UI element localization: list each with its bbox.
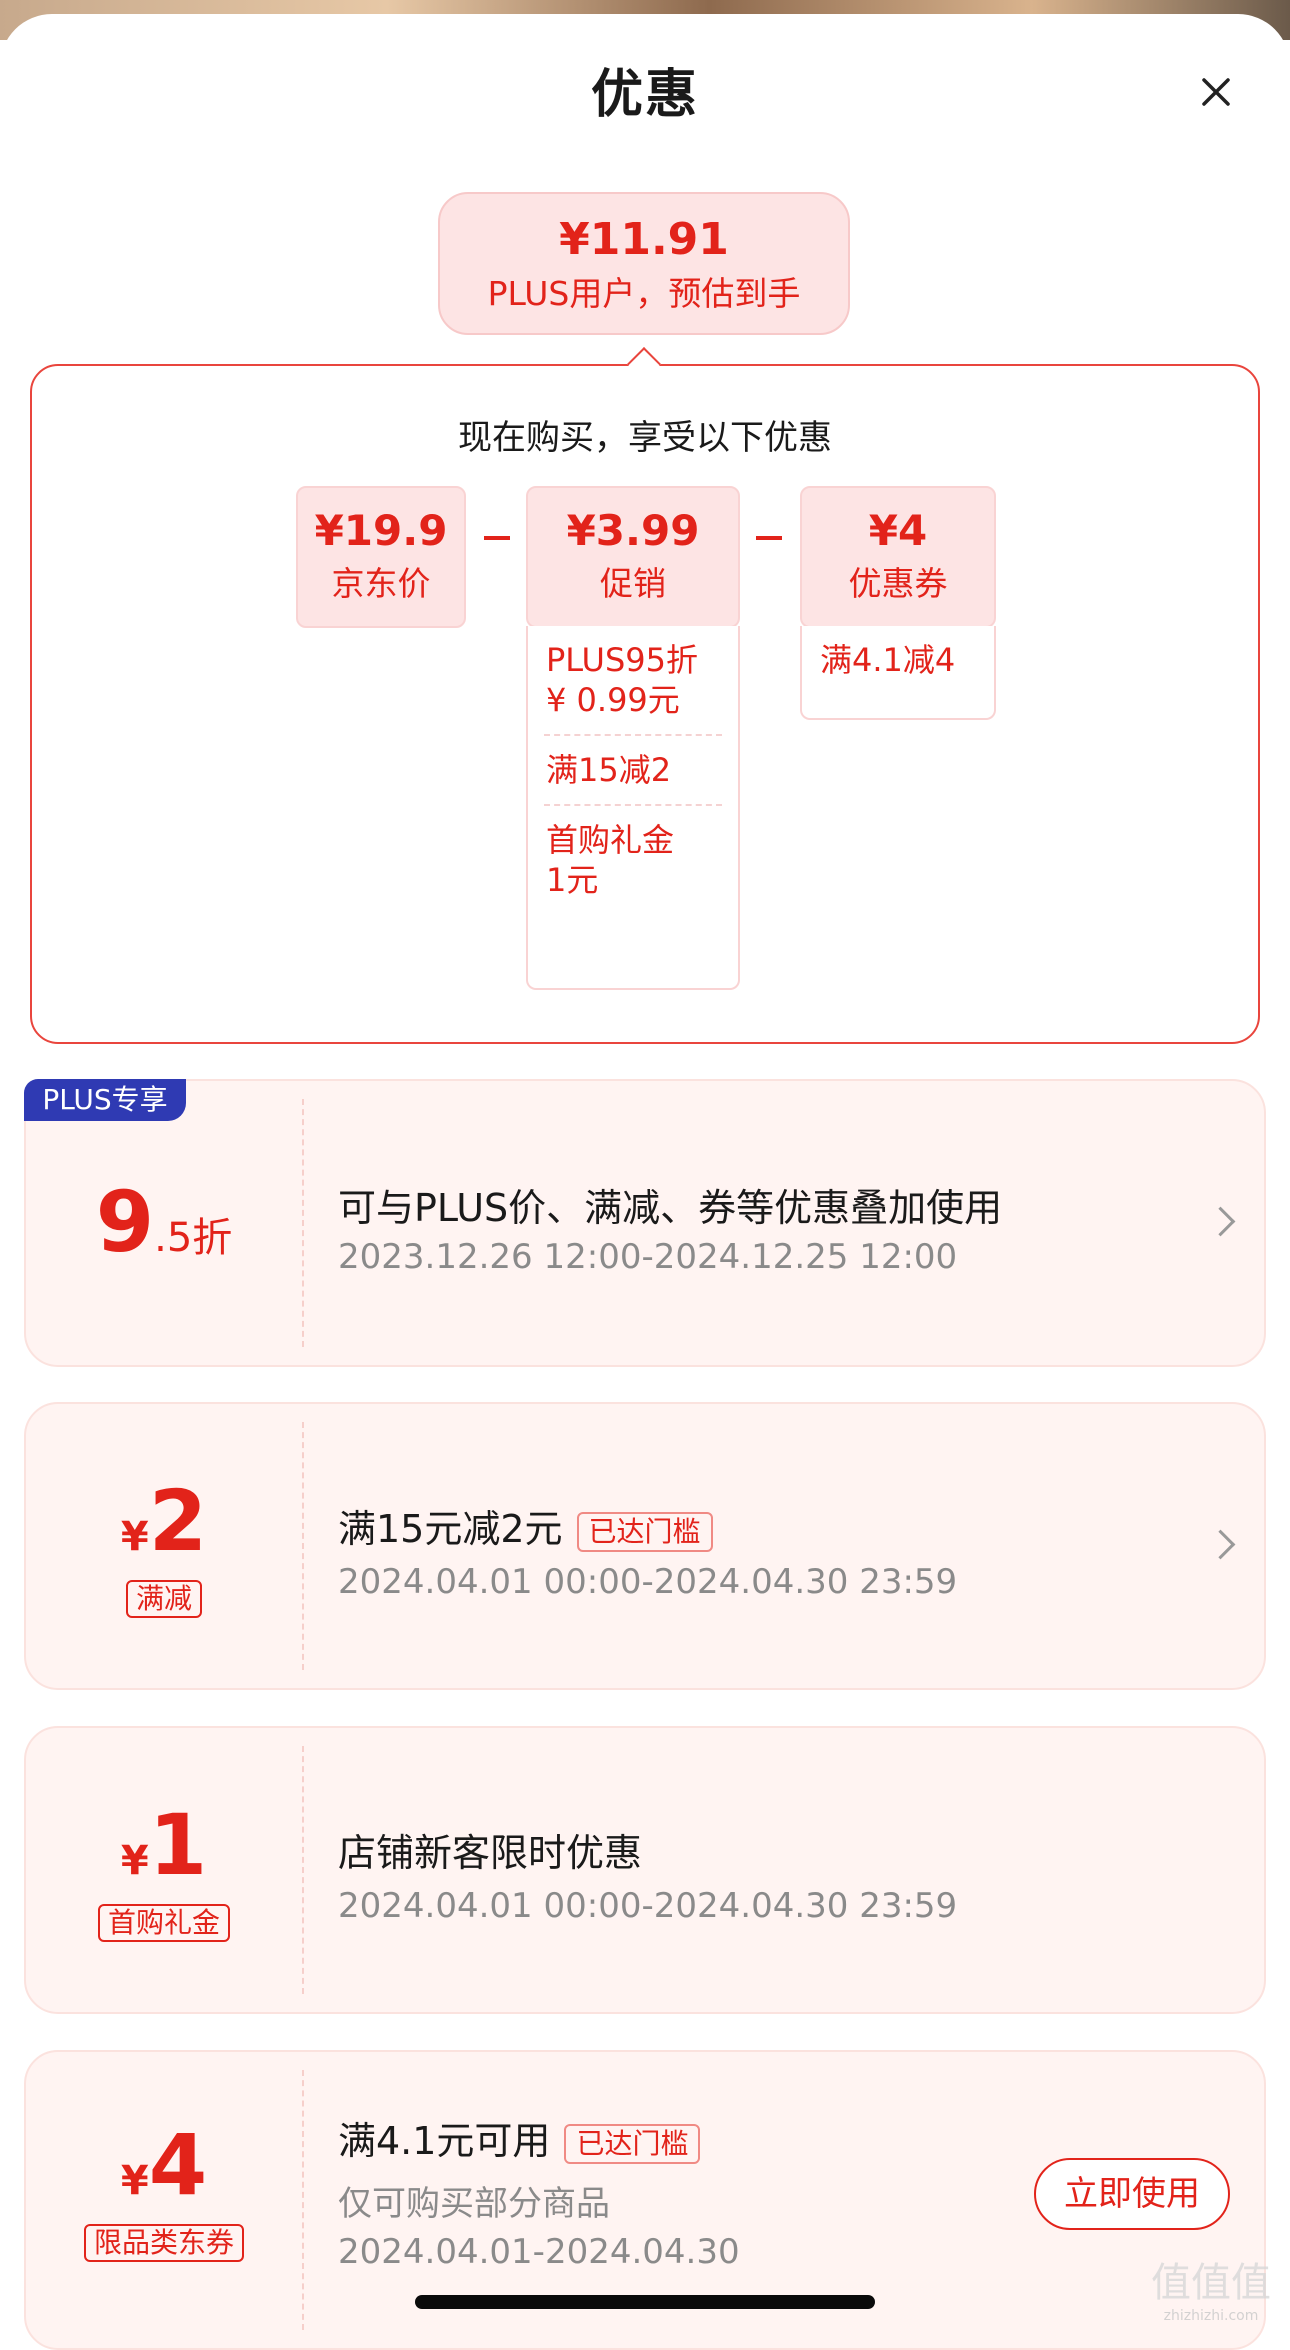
promotion-details: PLUS95折 ¥ 0.99元 满15减2 首购礼金 1元 [526, 626, 740, 990]
estimated-price: ¥11.91 [559, 214, 729, 265]
full-reduction-amount: ¥2 [120, 1472, 208, 1570]
coupon-date: 2024.04.01-2024.04.30 [338, 2232, 740, 2272]
card-divider [302, 1099, 304, 1347]
promotion-box: ¥3.99 促销 [526, 486, 740, 628]
full-reduction-date: 2024.04.01 00:00-2024.04.30 23:59 [338, 1562, 958, 1602]
coupon-title: 满4.1元可用 [338, 2119, 551, 2163]
jd-price-label: 京东价 [331, 564, 431, 603]
first-purchase-tag: 首购礼金 [97, 1904, 230, 1942]
coupon-title-row: 满4.1元可用已达门槛 [338, 2110, 701, 2165]
jd-price-value: ¥19.9 [314, 506, 448, 555]
full-reduction-card[interactable]: ¥2 满减 满15元减2元已达门槛 2024.04.01 00:00-2024.… [24, 1402, 1266, 1690]
card-divider [302, 2070, 304, 2330]
plus-discount-card[interactable]: 9.5折 可与PLUS价、满减、券等优惠叠加使用 2023.12.26 12:0… [24, 1079, 1266, 1367]
plus-card-title: 可与PLUS价、满减、券等优惠叠加使用 [338, 1186, 1003, 1230]
first-purchase-amount: ¥1 [120, 1796, 208, 1894]
home-indicator[interactable] [415, 2295, 875, 2309]
divider [544, 804, 722, 806]
chevron-right-icon[interactable] [1205, 1206, 1236, 1237]
coupon-value: ¥4 [868, 506, 928, 555]
estimated-price-label: PLUS用户，预估到手 [487, 274, 801, 313]
coupon-amount: ¥4 [120, 2116, 208, 2214]
threshold-met-badge: 已达门槛 [564, 2123, 701, 2164]
divider [544, 734, 722, 736]
coupon-note: 仅可购买部分商品 [338, 2184, 610, 2224]
full-reduction-tag: 满减 [125, 1580, 202, 1618]
promotion-label: 促销 [600, 564, 666, 603]
full-reduction-title: 满15元减2元 [338, 1507, 563, 1551]
first-purchase-card[interactable]: ¥1 首购礼金 店铺新客限时优惠 2024.04.01 00:00-2024.0… [24, 1726, 1266, 2014]
jd-price-box: ¥19.9 京东价 [296, 486, 466, 628]
coupon-detail-item: 满4.1减4 [820, 641, 956, 679]
promotion-detail-item: 满15减2 [546, 751, 672, 789]
chevron-right-icon[interactable] [1205, 1529, 1236, 1560]
plus-discount-value: 9.5折 [95, 1173, 233, 1271]
full-reduction-title-row: 满15元减2元已达门槛 [338, 1498, 713, 1553]
sheet-title: 优惠 [590, 65, 699, 125]
promotion-detail-item: 首购礼金 1元 [546, 821, 675, 899]
estimated-price-bubble: ¥11.91 PLUS用户，预估到手 [438, 192, 850, 335]
coupon-box: ¥4 优惠券 [800, 486, 996, 628]
promotion-value: ¥3.99 [566, 506, 700, 555]
threshold-met-badge: 已达门槛 [576, 1511, 713, 1552]
breakdown-title: 现在购买，享受以下优惠 [458, 418, 832, 458]
watermark: 值值值 zhizhizhi.com [1151, 2260, 1271, 2324]
minus-sign [484, 536, 510, 540]
plus-card-date: 2023.12.26 12:00-2024.12.25 12:00 [338, 1237, 958, 1277]
card-divider [302, 1422, 304, 1670]
card-divider [302, 1746, 304, 1994]
use-now-button[interactable]: 立即使用 [1034, 2158, 1230, 2230]
coupon-details: 满4.1减4 [800, 626, 996, 720]
coupon-label: 优惠券 [848, 564, 948, 603]
promotion-detail-item: PLUS95折 ¥ 0.99元 [546, 641, 698, 719]
coupon-type-tag: 限品类东券 [83, 2224, 244, 2262]
minus-sign [756, 536, 782, 540]
plus-exclusive-badge: PLUS专享 [24, 1079, 186, 1121]
first-purchase-date: 2024.04.01 00:00-2024.04.30 23:59 [338, 1886, 958, 1926]
close-icon[interactable] [1190, 66, 1242, 118]
first-purchase-title: 店铺新客限时优惠 [338, 1831, 643, 1875]
